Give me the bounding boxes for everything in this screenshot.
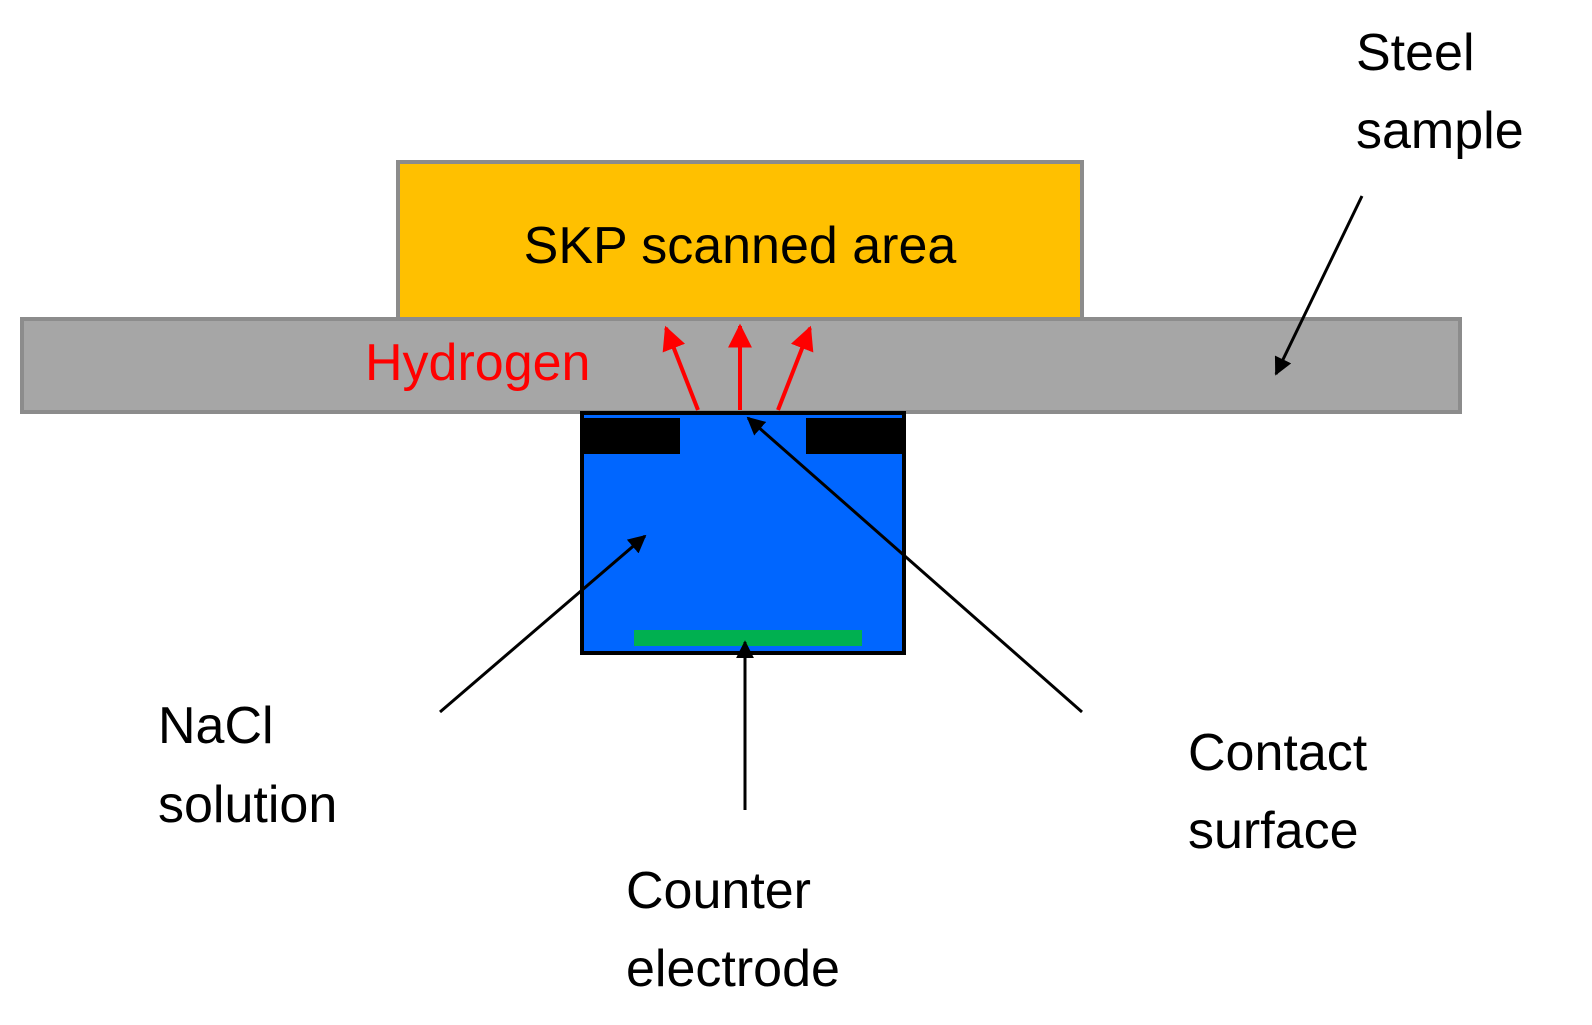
- counter-electrode-label-line2: electrode: [626, 940, 840, 998]
- hydrogen-label: Hydrogen: [365, 334, 590, 392]
- seal-right: [806, 418, 902, 454]
- steel-sample-label-line1: Steel: [1356, 24, 1475, 82]
- nacl-pointer-arrow: [439, 534, 647, 714]
- nacl-label-line1: NaCl: [158, 697, 274, 755]
- steel-sample-label-line2: sample: [1356, 102, 1524, 160]
- skp-area-label: SKP scanned area: [524, 217, 957, 275]
- seal-left: [584, 418, 680, 454]
- steel-sample-pointer-arrow: [1274, 195, 1364, 376]
- hydrogen-arrow-right: [776, 325, 814, 411]
- nacl-label-line2: solution: [158, 776, 337, 834]
- counter-electrode: [634, 630, 862, 646]
- contact-surface-pointer-arrow: [746, 416, 1083, 714]
- contact-surface-label-line2: surface: [1188, 802, 1359, 860]
- counter-electrode-label-line1: Counter: [626, 862, 811, 920]
- contact-surface-label-line1: Contact: [1188, 724, 1368, 782]
- skp-scanned-area: [396, 160, 1084, 321]
- hydrogen-arrow-left: [662, 325, 700, 411]
